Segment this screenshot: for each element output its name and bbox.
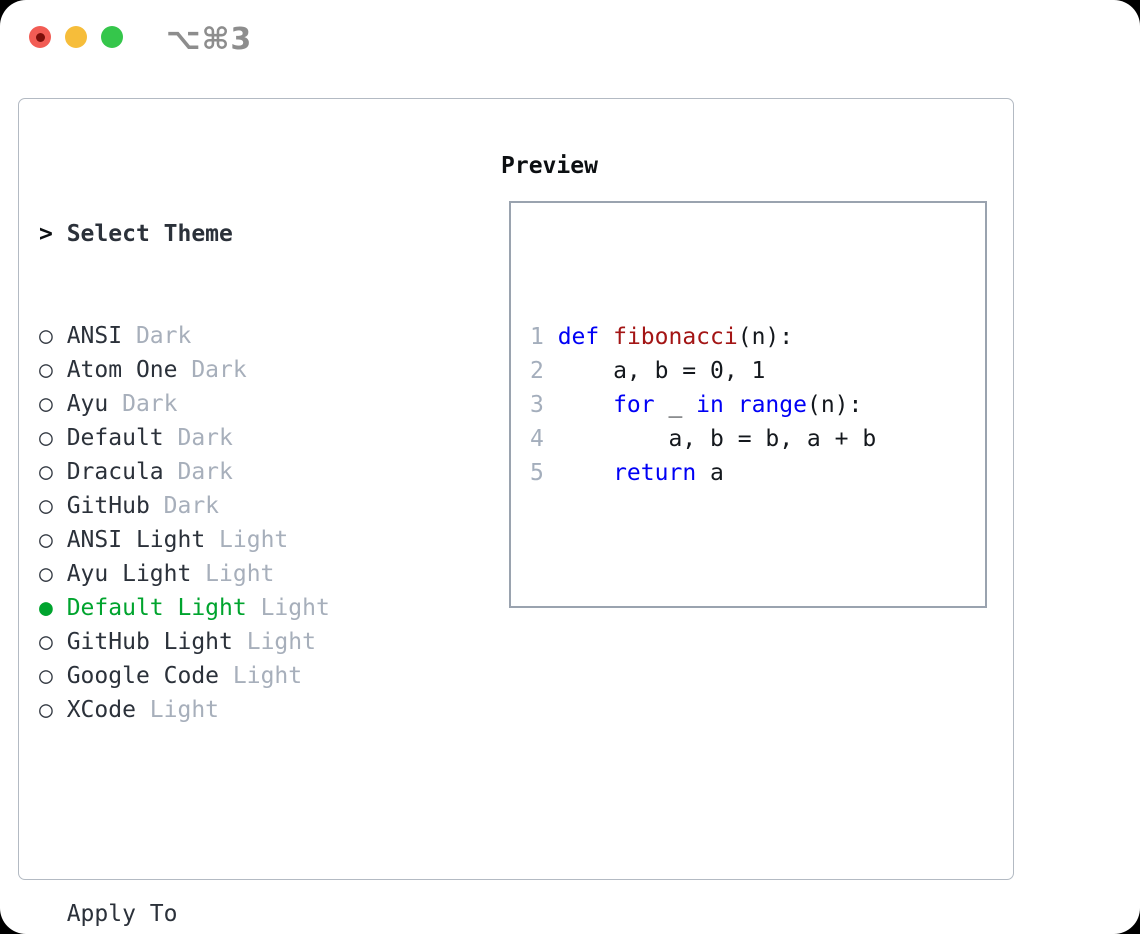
theme-variant-tag: Dark <box>122 391 178 417</box>
code-token: a, b = 0, 1 <box>557 358 766 384</box>
theme-name: GitHub Light <box>66 629 233 655</box>
code-token <box>724 392 738 418</box>
theme-variant-tag: Light <box>260 595 330 621</box>
code-line: 3 for _ in range(n): <box>530 388 985 422</box>
zoom-button[interactable] <box>101 26 123 48</box>
radio-icon: ○ <box>39 561 53 587</box>
close-button[interactable] <box>29 26 51 48</box>
theme-option-default[interactable]: ○ Default Dark <box>39 421 427 455</box>
theme-option-ayu[interactable]: ○ Ayu Dark <box>39 387 427 421</box>
line-number: 5 <box>530 460 544 486</box>
theme-name: GitHub <box>66 493 150 519</box>
theme-variant-tag: Dark <box>177 459 233 485</box>
radio-icon: ○ <box>39 629 53 655</box>
spacer <box>39 795 427 829</box>
theme-option-atom-one[interactable]: ○ Atom One Dark <box>39 353 427 387</box>
theme-name: ANSI <box>66 323 123 349</box>
theme-name: Default <box>66 425 164 451</box>
theme-variant-tag: Dark <box>177 425 233 451</box>
code-token: (n): <box>737 324 794 350</box>
line-number: 1 <box>530 324 544 350</box>
select-theme-header: > Select Theme <box>39 217 427 251</box>
code-token: a, b = b, a + b <box>557 426 877 452</box>
spacer <box>530 558 985 592</box>
theme-option-ansi-light[interactable]: ○ ANSI Light Light <box>39 523 427 557</box>
code-token: _ <box>654 392 697 418</box>
code-token: fibonacci <box>613 324 738 350</box>
theme-name: Ayu Light <box>66 561 192 587</box>
theme-name: Atom One <box>66 357 178 383</box>
theme-variant-tag: Dark <box>135 323 192 349</box>
theme-name: Google Code <box>66 663 220 689</box>
radio-icon: ○ <box>39 493 53 519</box>
theme-name: Ayu <box>66 391 109 417</box>
code-token: range <box>737 392 807 418</box>
radio-icon: ○ <box>39 323 53 349</box>
theme-variant-tag: Light <box>205 561 275 587</box>
theme-option-google-code[interactable]: ○ Google Code Light <box>39 659 427 693</box>
code-token: (n): <box>806 392 863 418</box>
radio-icon: ○ <box>39 425 53 451</box>
theme-option-default-light[interactable]: ● Default Light Light <box>39 591 427 625</box>
code-token <box>558 392 613 418</box>
radio-icon: ○ <box>39 697 53 723</box>
theme-name: ANSI Light <box>66 527 206 553</box>
radio-icon: ○ <box>39 391 53 417</box>
theme-variant-tag: Light <box>219 527 289 553</box>
theme-option-ansi[interactable]: ○ ANSI Dark <box>39 319 427 353</box>
select-theme-label: Select Theme <box>66 221 233 247</box>
window-title: ⌥⌘3 <box>166 22 253 57</box>
code-line: 2 a, b = 0, 1 <box>530 354 985 388</box>
theme-name: XCode <box>66 697 136 723</box>
preview-title: Preview <box>501 153 598 179</box>
theme-variant-tag: Light <box>246 629 316 655</box>
code-token: def <box>557 324 600 350</box>
line-number: 4 <box>530 426 544 452</box>
code-token: in <box>696 392 724 418</box>
code-line: 5 return a <box>530 456 985 490</box>
code-token <box>558 460 613 486</box>
apply-to-header: Apply To <box>66 901 178 927</box>
radio-icon: ○ <box>39 527 53 553</box>
theme-option-github-light[interactable]: ○ GitHub Light Light <box>39 625 427 659</box>
radio-icon: ○ <box>39 459 53 485</box>
theme-variant-tag: Dark <box>163 493 220 519</box>
radio-icon: ○ <box>39 663 53 689</box>
code-token: a <box>696 460 724 486</box>
theme-variant-tag: Light <box>149 697 220 723</box>
radio-icon: ○ <box>39 357 53 383</box>
code-token: for <box>613 392 655 418</box>
theme-variant-tag: Light <box>232 663 303 689</box>
theme-option-ayu-light[interactable]: ○ Ayu Light Light <box>39 557 427 591</box>
prompt-icon: > <box>39 221 53 247</box>
line-number: 2 <box>530 358 544 384</box>
theme-variant-tag: Dark <box>191 357 247 383</box>
code-line: 1 def fibonacci(n): <box>530 320 985 354</box>
theme-option-dracula[interactable]: ○ Dracula Dark <box>39 455 427 489</box>
theme-name: Dracula <box>66 459 164 485</box>
code-token <box>599 324 613 350</box>
code-line: 4 a, b = b, a + b <box>530 422 985 456</box>
theme-option-xcode[interactable]: ○ XCode Light <box>39 693 427 727</box>
line-number: 3 <box>530 392 544 418</box>
code-token: return <box>613 460 697 486</box>
theme-name: Default Light <box>66 595 247 621</box>
minimize-button[interactable] <box>65 26 87 48</box>
radio-selected-icon: ● <box>39 595 53 621</box>
theme-option-github[interactable]: ○ GitHub Dark <box>39 489 427 523</box>
